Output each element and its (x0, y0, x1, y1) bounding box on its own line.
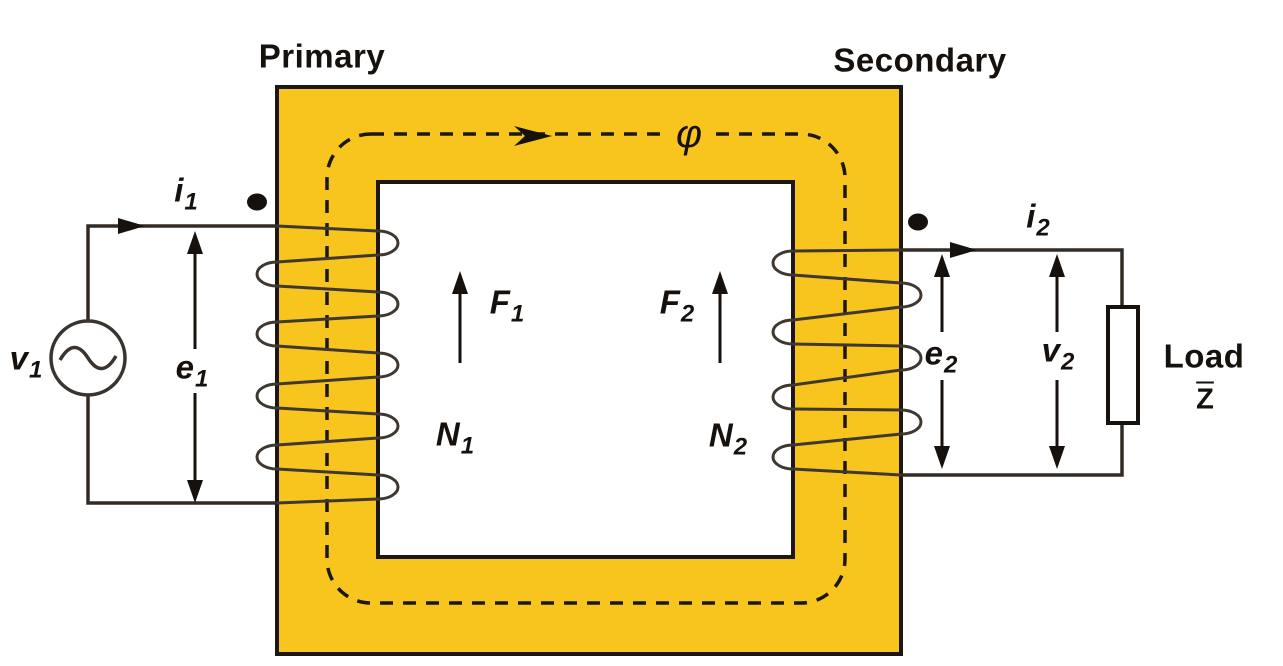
v2-sub: 2 (1061, 348, 1075, 376)
i1-label: i1 (174, 173, 198, 214)
N1-label: N1 (436, 417, 474, 458)
v1-label: v1 (10, 341, 43, 382)
v1-sub: 1 (29, 356, 43, 384)
F2-label: F2 (660, 285, 695, 326)
e1-arrow (187, 231, 203, 503)
primary-label: Primary (258, 37, 386, 75)
primary-circuit-wires (86, 224, 277, 505)
primary-winding-coil (255, 224, 400, 505)
i2-label: i2 (1026, 199, 1050, 240)
i2-base: i (1026, 197, 1036, 235)
v1-base: v (9, 339, 28, 377)
N2-label: N2 (709, 418, 747, 459)
flux-phi-label: φ (675, 112, 703, 156)
e1-sub: 1 (195, 365, 209, 393)
flux-dashed-loop (325, 132, 847, 605)
secondary-winding-coil (771, 248, 923, 477)
e2-label: e2 (925, 336, 958, 377)
core-window-rect (376, 180, 795, 559)
v2-arrow (1049, 254, 1065, 469)
i2-current-arrow-icon (950, 242, 977, 258)
F1-label: F1 (490, 285, 525, 326)
i1-base: i (174, 171, 184, 209)
e1-base: e (175, 348, 194, 386)
v2-base: v (1041, 331, 1060, 369)
e2-base: e (924, 334, 943, 372)
load-impedance-label: Z (1196, 383, 1214, 416)
N2-base: N (708, 416, 733, 454)
secondary-top-wire (901, 248, 1124, 307)
F1-sub: 1 (510, 300, 525, 328)
e2-sub: 2 (944, 351, 958, 379)
F2-base: F (659, 283, 680, 321)
v2-label: v2 (1042, 333, 1075, 374)
F1-base: F (489, 283, 510, 321)
i1-sub: 1 (184, 188, 198, 216)
i1-current-arrow-icon (118, 218, 145, 234)
flux-path (325, 117, 847, 605)
transformer-core (275, 85, 903, 656)
F2-mmf-arrow (712, 271, 728, 363)
N2-sub: 2 (733, 433, 748, 461)
flux-label-gap (663, 117, 713, 155)
sine-wave-icon (58, 345, 118, 371)
i2-sub: 2 (1036, 214, 1050, 242)
primary-top-wire (86, 224, 277, 321)
ac-source-symbol (49, 319, 127, 397)
e1-label: e1 (176, 350, 209, 391)
e2-arrow (934, 254, 950, 469)
primary-polarity-dot (247, 193, 267, 211)
secondary-bottom-wire (901, 423, 1124, 477)
N1-sub: 1 (460, 432, 475, 460)
secondary-label: Secondary (833, 41, 1007, 79)
secondary-polarity-dot (908, 213, 928, 231)
N1-base: N (435, 415, 460, 453)
load-impedance-box (1106, 305, 1140, 425)
flux-direction-arrow-icon (514, 126, 552, 146)
load-label: Load (1163, 337, 1245, 375)
F1-mmf-arrow (452, 271, 468, 363)
F2-sub: 2 (680, 300, 695, 328)
primary-bottom-wire (86, 395, 277, 505)
